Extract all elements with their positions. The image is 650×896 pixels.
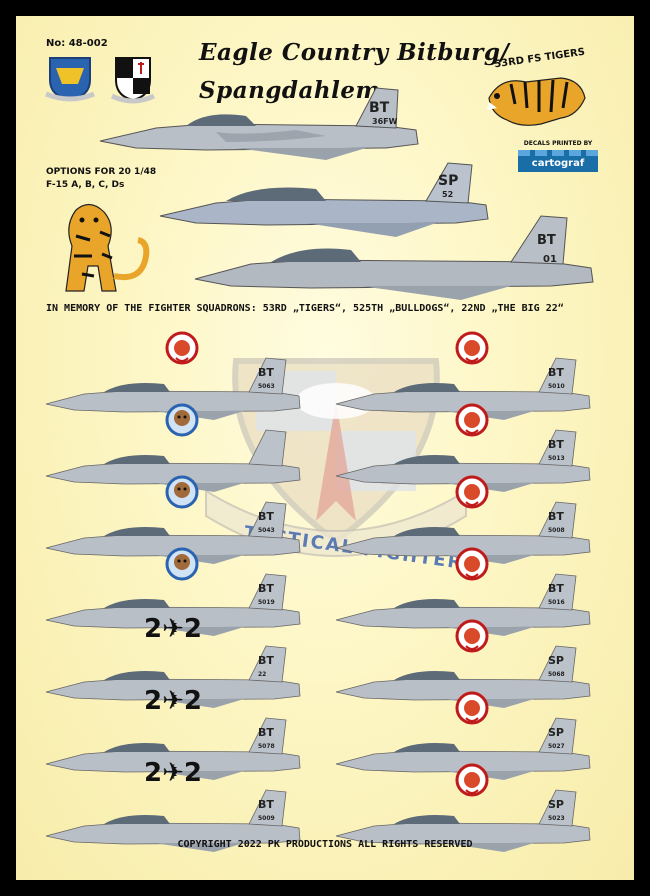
tail-code: BT <box>548 510 564 523</box>
52fw-badge <box>110 57 156 104</box>
tail-code: SP <box>548 654 564 667</box>
left-jet-5: BT 22 <box>44 642 314 712</box>
tail-serial: 5023 <box>548 815 565 822</box>
right-jet-5: SP 5068 <box>334 642 604 712</box>
decals-printed-label: DECALS PRINTED BY <box>523 140 593 147</box>
sheet-title: Eagle Country Bitburg/ Spangdahlem <box>199 34 509 110</box>
tiger-icon <box>487 77 586 126</box>
tail-code: BT <box>548 582 564 595</box>
left-jet-2 <box>44 426 314 496</box>
tail-serial: 5019 <box>258 599 275 606</box>
left-jet-7: BT 5009 <box>44 786 314 856</box>
right-jet-4: BT 5016 <box>334 570 604 640</box>
tail-serial: 5043 <box>258 527 275 534</box>
tail-serial: 5016 <box>548 599 565 606</box>
tail-code: SP <box>548 726 564 739</box>
tiger-badge <box>455 763 489 797</box>
tail-code: BT <box>369 100 390 116</box>
top-jet-3: BT 01 <box>191 214 611 308</box>
tail-code: BT <box>548 366 564 379</box>
bulldog-badge <box>165 403 199 437</box>
tiger-badge <box>455 547 489 581</box>
tail-serial: 5078 <box>258 743 275 750</box>
tail-serial: 5010 <box>548 383 565 390</box>
catalog-number: No: 48-002 <box>46 38 108 49</box>
tail-code: BT <box>258 798 274 811</box>
tiger-badge <box>165 331 199 365</box>
memorial-text: IN MEMORY OF THE FIGHTER SQUADRONS: 53RD… <box>46 303 564 314</box>
big22-logo: 2✈2 <box>144 686 202 716</box>
right-jet-7: SP 5023 <box>334 786 604 856</box>
tail-code: BT <box>548 438 564 451</box>
tail-serial: 5009 <box>258 815 275 822</box>
title-line-1: Eagle Country Bitburg/ <box>199 39 510 66</box>
title-line-2: Spangdahlem <box>199 77 381 104</box>
tail-code: BT <box>258 366 274 379</box>
tail-serial: 22 <box>258 671 266 678</box>
left-jet-1: BT 5063 <box>44 354 314 424</box>
tail-code: SP <box>548 798 564 811</box>
tail-code: BT <box>537 233 556 248</box>
tail-code: BT <box>258 510 274 523</box>
decal-sheet: TACTICAL FIGHTER WING No: 48-002 Eagle C… <box>16 16 634 880</box>
big22-logo: 2✈2 <box>144 614 202 644</box>
tiger-badge <box>455 619 489 653</box>
right-jet-2: BT 5013 <box>334 426 604 496</box>
tail-code: BT <box>258 726 274 739</box>
options-count: OPTIONS FOR 20 1/48 <box>46 167 157 177</box>
tail-serial: 5027 <box>548 743 565 750</box>
tiger-badge <box>455 403 489 437</box>
tail-sub: 52 <box>442 190 453 199</box>
tail-serial: 5013 <box>548 455 565 462</box>
printer-block: DECALS PRINTED BY cartograf <box>518 140 598 172</box>
options-variants: F-15 A, B, C, Ds <box>46 180 125 190</box>
tail-code: BT <box>258 654 274 667</box>
tail-serial: 5008 <box>548 527 565 534</box>
tiger-mascot-icon <box>65 203 150 292</box>
36fw-badge <box>45 57 95 102</box>
bulldog-badge <box>165 475 199 509</box>
tiger-badge <box>455 331 489 365</box>
tiger-badge <box>455 475 489 509</box>
top-jet-2: SP 52 <box>156 161 516 245</box>
tail-serial: 5068 <box>548 671 565 678</box>
options-block: OPTIONS FOR 20 1/48 F-15 A, B, C, Ds <box>46 166 156 192</box>
tiger-badge <box>455 691 489 725</box>
left-jet-6: BT 5078 <box>44 714 314 784</box>
big22-logo: 2✈2 <box>144 758 202 788</box>
top-jet-1: BT 36FW <box>96 86 436 170</box>
left-jet-4: BT 5019 <box>44 570 314 640</box>
cartograf-logo: cartograf <box>518 150 598 172</box>
tail-code: SP <box>438 173 458 189</box>
copyright: COPYRIGHT 2022 PK PRODUCTIONS ALL RIGHTS… <box>177 839 473 850</box>
tail-sub: 01 <box>543 254 557 265</box>
right-jet-6: SP 5027 <box>334 714 604 784</box>
tail-code: BT <box>258 582 274 595</box>
tail-sub: 36FW <box>372 117 398 126</box>
bulldog-badge <box>165 547 199 581</box>
tail-serial: 5063 <box>258 383 275 390</box>
